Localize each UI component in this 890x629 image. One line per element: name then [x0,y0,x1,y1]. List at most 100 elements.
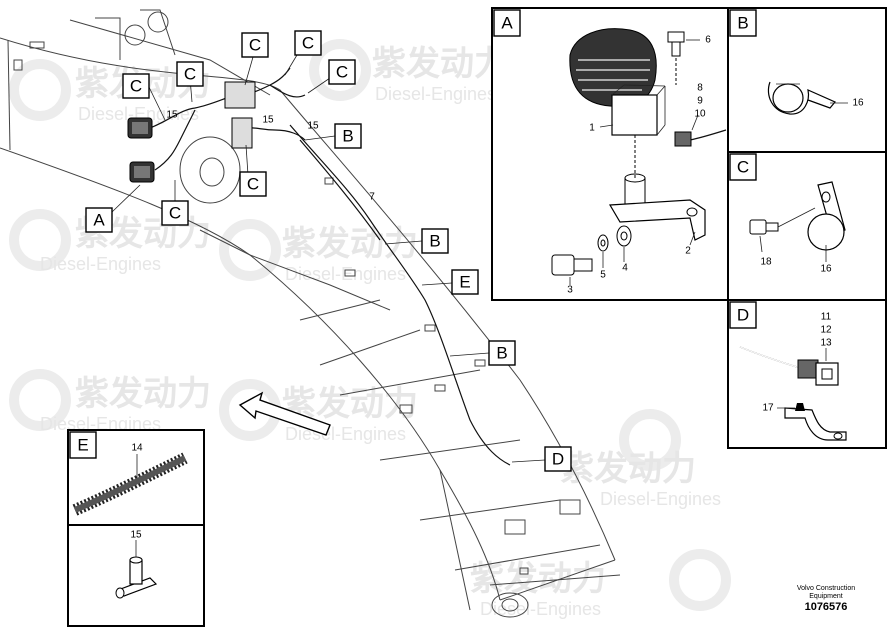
callout-b: B [334,123,362,149]
watermark-text: Diesel-Engines [600,489,721,509]
washer [616,225,632,262]
part-label: 14 [131,443,143,454]
bolt [667,31,700,85]
svg-text:E: E [77,436,88,455]
watermark-text: 紫发动力 [372,45,508,83]
watermark-tile: 紫发动力 Diesel-Engines [470,549,731,619]
bolt [551,254,593,285]
part-label: 9 [697,96,703,107]
svg-text:C: C [169,204,181,223]
detail-panel-c: C 18 16 [727,151,887,301]
part-label: 16 [820,264,832,275]
detail-panel-d: D 11 12 13 17 [727,299,887,449]
junction-box [224,81,256,149]
detail-panel-a: A [491,7,729,301]
part-label: 15 [130,530,142,541]
part-label: 15 [166,110,178,121]
document-number: 1076576 [805,601,848,613]
detail-panel-b: B 16 [727,7,887,153]
watermark-tile: 紫发动力 Diesel-Engines [309,39,508,104]
part-label: 12 [820,325,832,336]
callout-a: A [85,207,113,233]
callout-c: C [328,59,356,85]
watermark-text: 紫发动力 [282,225,418,263]
detail-title: C [729,153,757,181]
svg-text:C: C [130,77,142,96]
svg-text:C: C [249,36,261,55]
svg-text:A: A [93,211,105,230]
part-label: 4 [622,263,628,274]
part-label: 1 [589,123,595,134]
detail-title: A [493,9,521,37]
cable-clip [767,81,848,115]
mounting-bracket [608,135,706,246]
part-label: 2 [685,246,691,257]
watermark-tile: 紫发动力 Diesel-Engines [9,369,211,434]
watermark-text: Diesel-Engines [480,599,601,619]
callout-b: B [488,340,516,366]
watermark-text: 紫发动力 [560,450,696,488]
part-label: 6 [705,35,711,46]
manufacturer-caption: Volvo Construction [797,585,855,592]
detail-title: D [729,301,757,329]
svg-text:C: C [302,34,314,53]
corrugated-tube [72,452,188,516]
callout-c: C [239,171,267,197]
callout-c: C [161,200,189,226]
svg-text:D: D [737,306,749,325]
work-light-lower [129,161,155,183]
callout-c: C [241,32,269,58]
callout-e: E [451,269,479,295]
callout-c: C [176,61,204,87]
leader-lines [111,49,546,463]
detail-title: B [729,9,757,37]
svg-text:E: E [459,273,470,292]
watermark-text: Diesel-Engines [285,264,406,284]
watermark-tile: 紫发动力 Diesel-Engines [560,409,721,509]
callout-c: C [122,73,150,99]
watermark-text: Diesel-Engines [375,84,496,104]
watermark-tile: 紫发动力 Diesel-Engines [219,219,418,284]
svg-text:C: C [336,63,348,82]
detail-title: E [69,431,97,459]
footer: Volvo Construction Equipment 1076576 [797,585,855,613]
work-light-upper [127,117,153,139]
part-label: 13 [820,338,832,349]
cable-connector [739,346,839,386]
part-label: 3 [567,285,573,296]
part-label: 11 [821,312,832,323]
t-connector [115,540,158,599]
direction-arrow [238,391,331,436]
part-label: 8 [697,83,703,94]
svg-text:B: B [342,127,353,146]
svg-text:C: C [184,65,196,84]
part-label: 17 [762,403,774,414]
part-label: 7 [369,192,375,203]
svg-text:B: B [496,344,507,363]
work-lamp [569,28,666,136]
watermark-text: 紫发动力 [75,375,211,413]
part-label: 15 [307,121,319,132]
callout-d: D [544,446,572,472]
manufacturer-caption: Equipment [809,593,843,600]
part-label: 10 [694,109,706,120]
part-label: 16 [852,98,864,109]
detail-panel-e: E 14 15 [67,429,205,627]
cable-clip [807,181,846,262]
svg-text:A: A [501,14,513,33]
part-label: 5 [600,270,606,281]
connector-cable [674,114,727,147]
svg-text:B: B [737,14,748,33]
part-label: 15 [262,115,274,126]
watermark-text: 紫发动力 [470,560,606,598]
callout-b: B [421,228,449,254]
part-label: 18 [760,257,772,268]
svg-text:C: C [737,158,749,177]
washer [597,234,609,268]
svg-text:C: C [247,175,259,194]
cable-clip [777,403,847,441]
bolt [749,207,816,253]
callout-c: C [294,30,322,56]
watermark-text: Diesel-Engines [40,254,161,274]
